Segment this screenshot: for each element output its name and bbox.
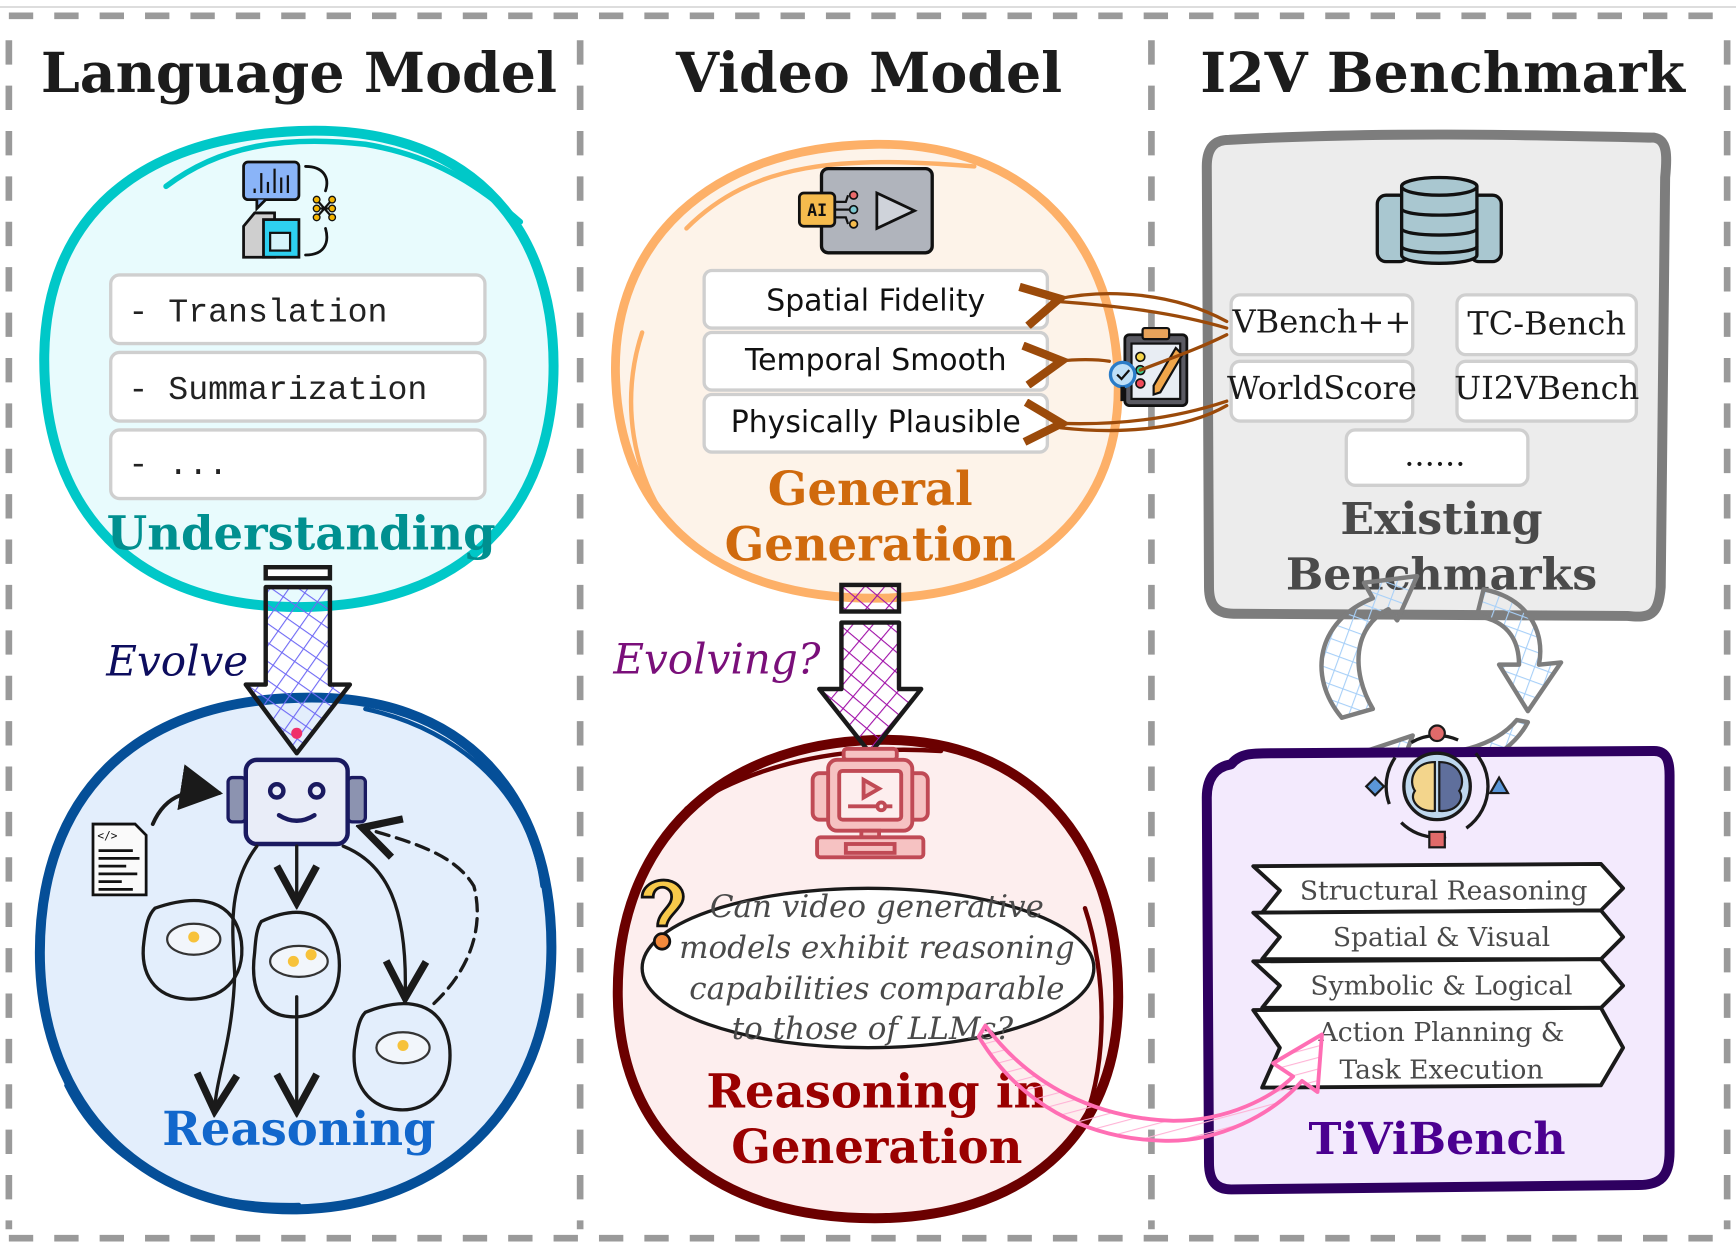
question-mark-icon (640, 878, 685, 951)
pink-link-arrow (976, 1023, 1324, 1143)
brain-gear-cycle-icon (1364, 724, 1510, 849)
question-line: capabilities comparable (689, 971, 1064, 1007)
svg-text:</>: </> (97, 830, 117, 843)
reasoning-in-generation-label-line1: Reasoning in (706, 1064, 1047, 1119)
video-robot-monitor-icon (810, 746, 930, 860)
criteria-item: Spatial Fidelity (766, 283, 985, 318)
existing-benchmarks-box (1201, 129, 1672, 622)
benchmark-chip: VBench++ (1231, 303, 1411, 341)
input-arrow (150, 764, 224, 827)
tivibench-dimensions: Structural Reasoning Spatial & Visual Sy… (1251, 861, 1626, 1090)
general-generation-label-line1: General (768, 461, 973, 516)
understanding-label: Understanding (107, 506, 496, 561)
tivibench-label: TiViBench (1309, 1113, 1566, 1165)
evolve-arrow (243, 565, 353, 756)
dimension-label: Task Execution (1339, 1055, 1543, 1086)
code-document-icon: </> (91, 822, 148, 897)
reasoning-in-generation-label-line2: Generation (731, 1119, 1022, 1174)
task-item: - Summarization (128, 371, 427, 409)
existing-benchmark-list: VBench++ TC-Bench WorldScore UI2VBench .… (1227, 293, 1639, 487)
dimension-label: Spatial & Visual (1333, 922, 1550, 953)
thought-bubble (251, 910, 342, 1019)
robot-head-icon (226, 757, 368, 847)
thought-bubble (141, 898, 244, 1001)
dimension-label: Symbolic & Logical (1310, 971, 1572, 1002)
task-item: - Translation (128, 293, 387, 331)
question-line: Can video generative (710, 889, 1044, 925)
clipboard-checklist-icon (1108, 326, 1189, 407)
benchmark-chip: ...... (1404, 435, 1465, 473)
column-title-language-model: Language Model (41, 41, 557, 106)
reasoning-label: Reasoning (162, 1101, 435, 1156)
nlp-document-network-icon (242, 160, 337, 259)
generation-criteria-list: Spatial Fidelity Temporal Smooth Physica… (702, 268, 1050, 454)
question-bubble (640, 886, 1096, 1050)
evolving-arrow (817, 582, 924, 756)
dimension-label: Structural Reasoning (1300, 875, 1588, 906)
evolving-label: Evolving? (612, 635, 820, 684)
benchmark-chip: UI2VBench (1454, 369, 1639, 407)
svg-text:AI: AI (807, 201, 827, 220)
criteria-item: Physically Plausible (731, 405, 1021, 440)
ai-video-play-icon: AI (797, 166, 934, 255)
thought-bubble (352, 1002, 452, 1112)
language-task-list: - Translation - Summarization - ... (109, 273, 487, 501)
question-line: to those of LLMs? (732, 1011, 1014, 1047)
column-title-video-model: Video Model (675, 41, 1062, 106)
existing-benchmarks-label-line2: Benchmarks (1286, 548, 1597, 600)
benchmark-chip: TC-Bench (1467, 305, 1626, 343)
research-question: Can video generative models exhibit reas… (679, 889, 1074, 1047)
evolve-label: Evolve (105, 637, 248, 686)
dimension-label: Action Planning & (1318, 1017, 1565, 1048)
general-generation-label-line2: Generation (725, 517, 1016, 572)
criteria-item: Temporal Smooth (744, 343, 1007, 378)
evaluation-arrows (1056, 294, 1229, 431)
task-item: - ... (128, 446, 228, 484)
benchmark-chip: WorldScore (1227, 369, 1417, 407)
question-line: models exhibit reasoning (679, 930, 1074, 966)
existing-benchmarks-label-line1: Existing (1340, 493, 1542, 545)
column-title-i2v-benchmark: I2V Benchmark (1200, 41, 1686, 106)
dashed-frame (5, 12, 1731, 1242)
database-icon (1375, 175, 1503, 265)
